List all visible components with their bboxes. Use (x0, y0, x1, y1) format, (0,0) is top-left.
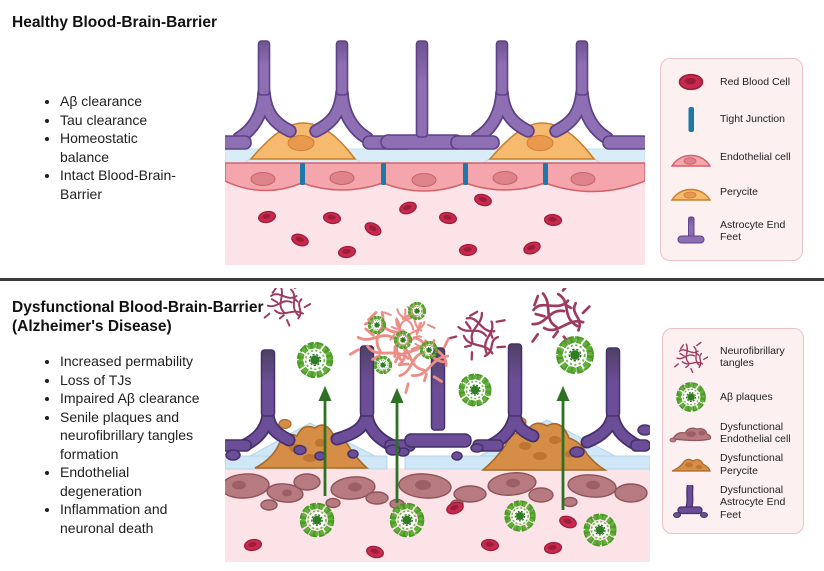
tight-junction (300, 163, 548, 185)
neurofibrillary-tangles-icon (669, 341, 713, 373)
legend-item: Astrocyte End Feet (669, 216, 794, 246)
bullet-item: Senile plaques and neurofibrillary tangl… (60, 408, 210, 464)
bullet-item: Impaired Aβ clearance (60, 389, 210, 408)
legend-item: Dysfunctional Endothelial cell (669, 421, 797, 446)
abeta-plaque-icon (669, 380, 713, 414)
dysfunctional-section-title: Dysfunctional Blood-Brain-Barrier (Alzhe… (12, 298, 272, 336)
astrocyte-end-feet (225, 40, 645, 150)
dysfunctional-pericyte-icon (669, 455, 713, 474)
title-line: Dysfunctional Blood-Brain-Barrier (12, 299, 264, 316)
legend-label: Astrocyte End Feet (720, 218, 786, 243)
legend-item: Tight Junction (669, 106, 794, 133)
healthy-bullet-list: Aβ clearance Tau clearance Homeostatic b… (26, 92, 190, 203)
legend-label: Dysfunctional Astrocyte End Feet (720, 483, 786, 521)
abeta-plaques-upper (294, 298, 598, 409)
bullet-item: Increased permability (60, 352, 210, 371)
legend-item: Dysfunctional Astrocyte End Feet (669, 484, 797, 521)
legend-label: Dysfunctional Perycite (720, 452, 784, 477)
dysfunctional-bullet-list: Increased permability Loss of TJs Impair… (26, 352, 210, 537)
dysfunctional-astrocyte-end-feet-icon (669, 485, 713, 519)
bullet-item: Loss of TJs (60, 371, 210, 390)
legend-label: Dysfunctional Endothelial cell (720, 420, 791, 446)
bullet-item: Aβ clearance (60, 92, 190, 111)
pericyte (249, 122, 596, 160)
dysfunctional-bbb-illustration (225, 288, 650, 562)
pericyte-icon (669, 183, 713, 202)
red-blood-cell-icon (669, 73, 713, 91)
legend-item: Endothelial cell (669, 147, 794, 168)
dysfunctional-legend: Neurofibrillary tangles Aβ plaques Dysfu… (662, 328, 804, 534)
dysfunctional-endothelial-fragments (225, 472, 648, 511)
dysfunctional-astrocyte-end-feet (225, 343, 650, 461)
bullet-item: Endothelial degeneration (60, 463, 210, 500)
healthy-bbb-illustration (225, 40, 645, 265)
bullet-item: Homeostatic balance (60, 129, 190, 166)
legend-item: Perycite (669, 183, 794, 202)
section-divider (0, 278, 824, 281)
bullet-item: Tau clearance (60, 111, 190, 130)
legend-label: Aβ plaques (720, 390, 773, 403)
endothelial-layer (225, 162, 645, 193)
tight-junction-icon (669, 106, 713, 133)
legend-label: Perycite (720, 185, 758, 198)
legend-item: Dysfunctional Perycite (669, 452, 797, 477)
endothelial-cell-icon (669, 147, 713, 168)
bullet-item: Inflammation and neuronal death (60, 500, 210, 537)
legend-item: Neurofibrillary tangles (669, 341, 797, 373)
astrocyte-end-feet-icon (669, 216, 713, 246)
legend-item: Red Blood Cell (669, 73, 794, 91)
legend-label: Neurofibrillary tangles (720, 344, 785, 369)
legend-item: Aβ plaques (669, 380, 797, 414)
healthy-section-title: Healthy Blood-Brain-Barrier (12, 14, 217, 31)
title-line: (Alzheimer's Disease) (12, 318, 172, 335)
healthy-legend: Red Blood Cell Tight Junction Endothelia… (660, 58, 803, 261)
dysfunctional-endothelial-cell-icon (669, 423, 713, 443)
legend-label: Tight Junction (720, 112, 785, 125)
bullet-item: Intact Blood-Brain-Barrier (60, 166, 190, 203)
permeability-arrows (318, 386, 570, 510)
legend-label: Endothelial cell (720, 151, 791, 164)
legend-label: Red Blood Cell (720, 75, 791, 88)
